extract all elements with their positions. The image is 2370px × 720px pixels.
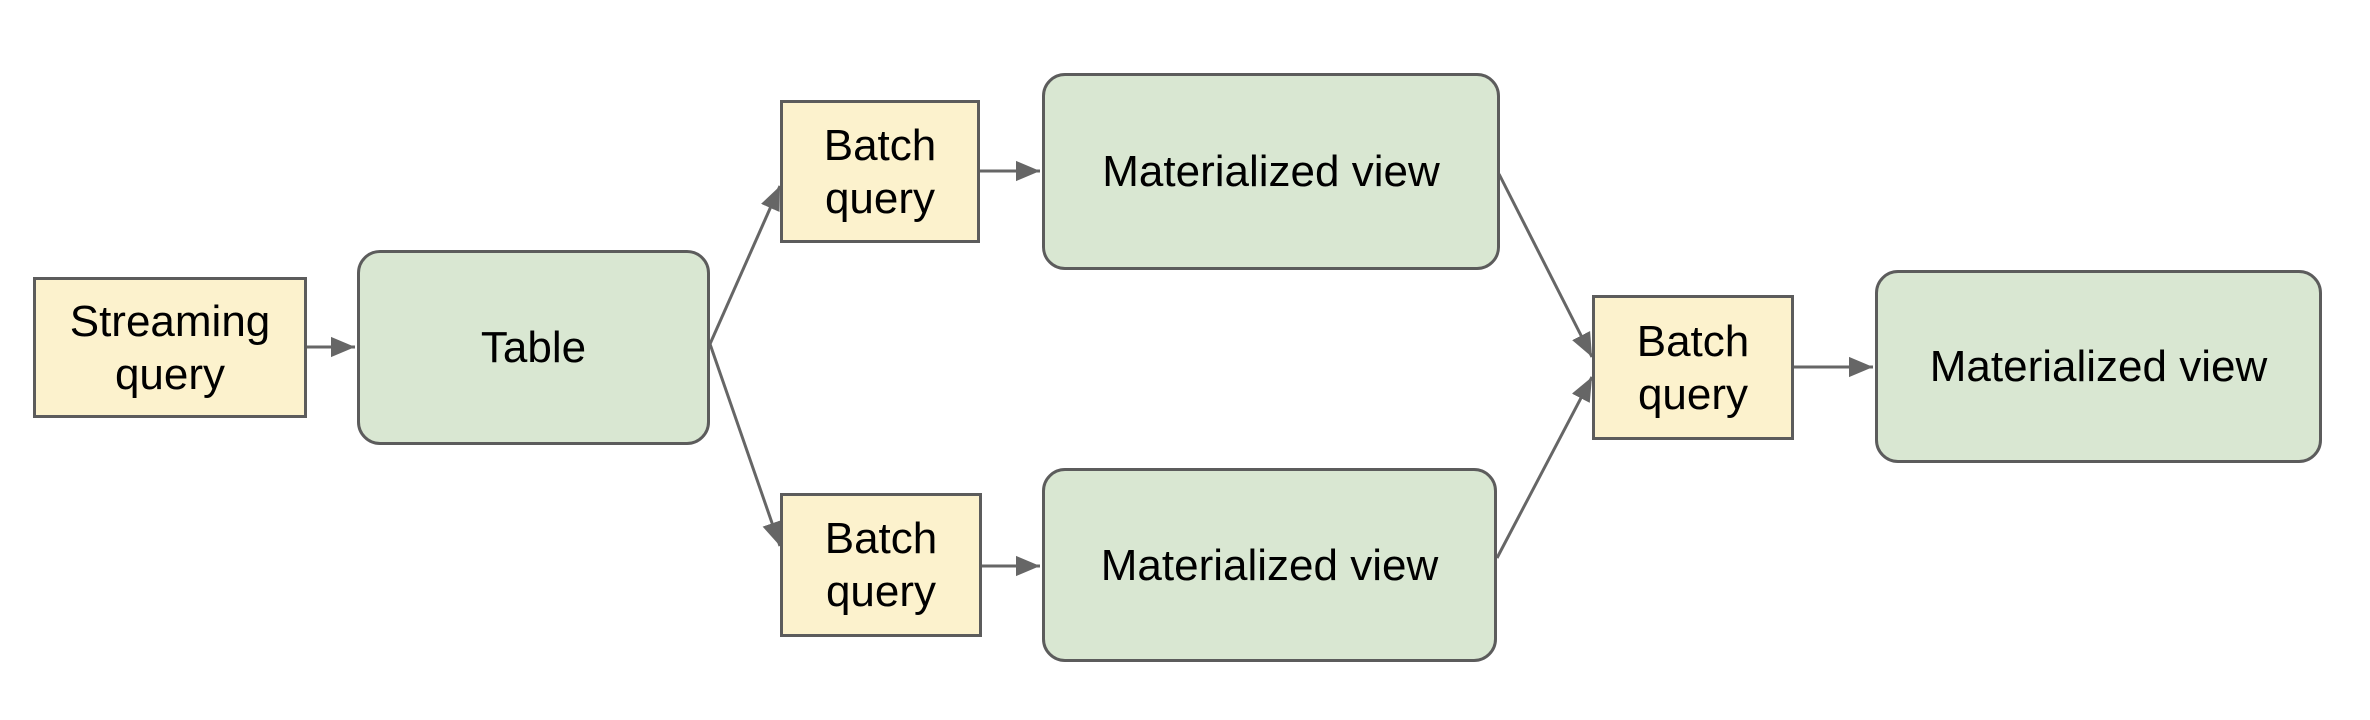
node-materialized-view-bottom-label: Materialized view — [1100, 540, 1439, 590]
arrow-materialized-view-top-to-batch-query-right — [1497, 173, 1594, 358]
node-batch-query-bottom: Batch query — [780, 493, 982, 637]
node-materialized-view-bottom: Materialized view — [1042, 468, 1497, 662]
node-materialized-view-right-label: Materialized view — [1929, 342, 2268, 391]
arrow-materialized-view-bottom-to-batch-query-right — [1495, 376, 1594, 559]
node-streaming-query-label: Streaming query — [69, 296, 271, 399]
arrow-table-to-batch-query-bottom — [708, 343, 782, 547]
arrow-table-to-batch-query-top — [708, 185, 782, 345]
node-batch-query-right: Batch query — [1592, 295, 1794, 440]
node-table: Table — [357, 250, 710, 445]
node-materialized-view-right: Materialized view — [1875, 270, 2322, 463]
node-table-label: Table — [480, 323, 587, 372]
node-batch-query-top-label: Batch query — [823, 120, 937, 223]
node-batch-query-right-label: Batch query — [1636, 316, 1750, 419]
node-materialized-view-top: Materialized view — [1042, 73, 1500, 270]
node-batch-query-top: Batch query — [780, 100, 980, 243]
node-streaming-query: Streaming query — [33, 277, 307, 418]
node-batch-query-bottom-label: Batch query — [824, 514, 938, 616]
node-materialized-view-top-label: Materialized view — [1102, 147, 1440, 196]
